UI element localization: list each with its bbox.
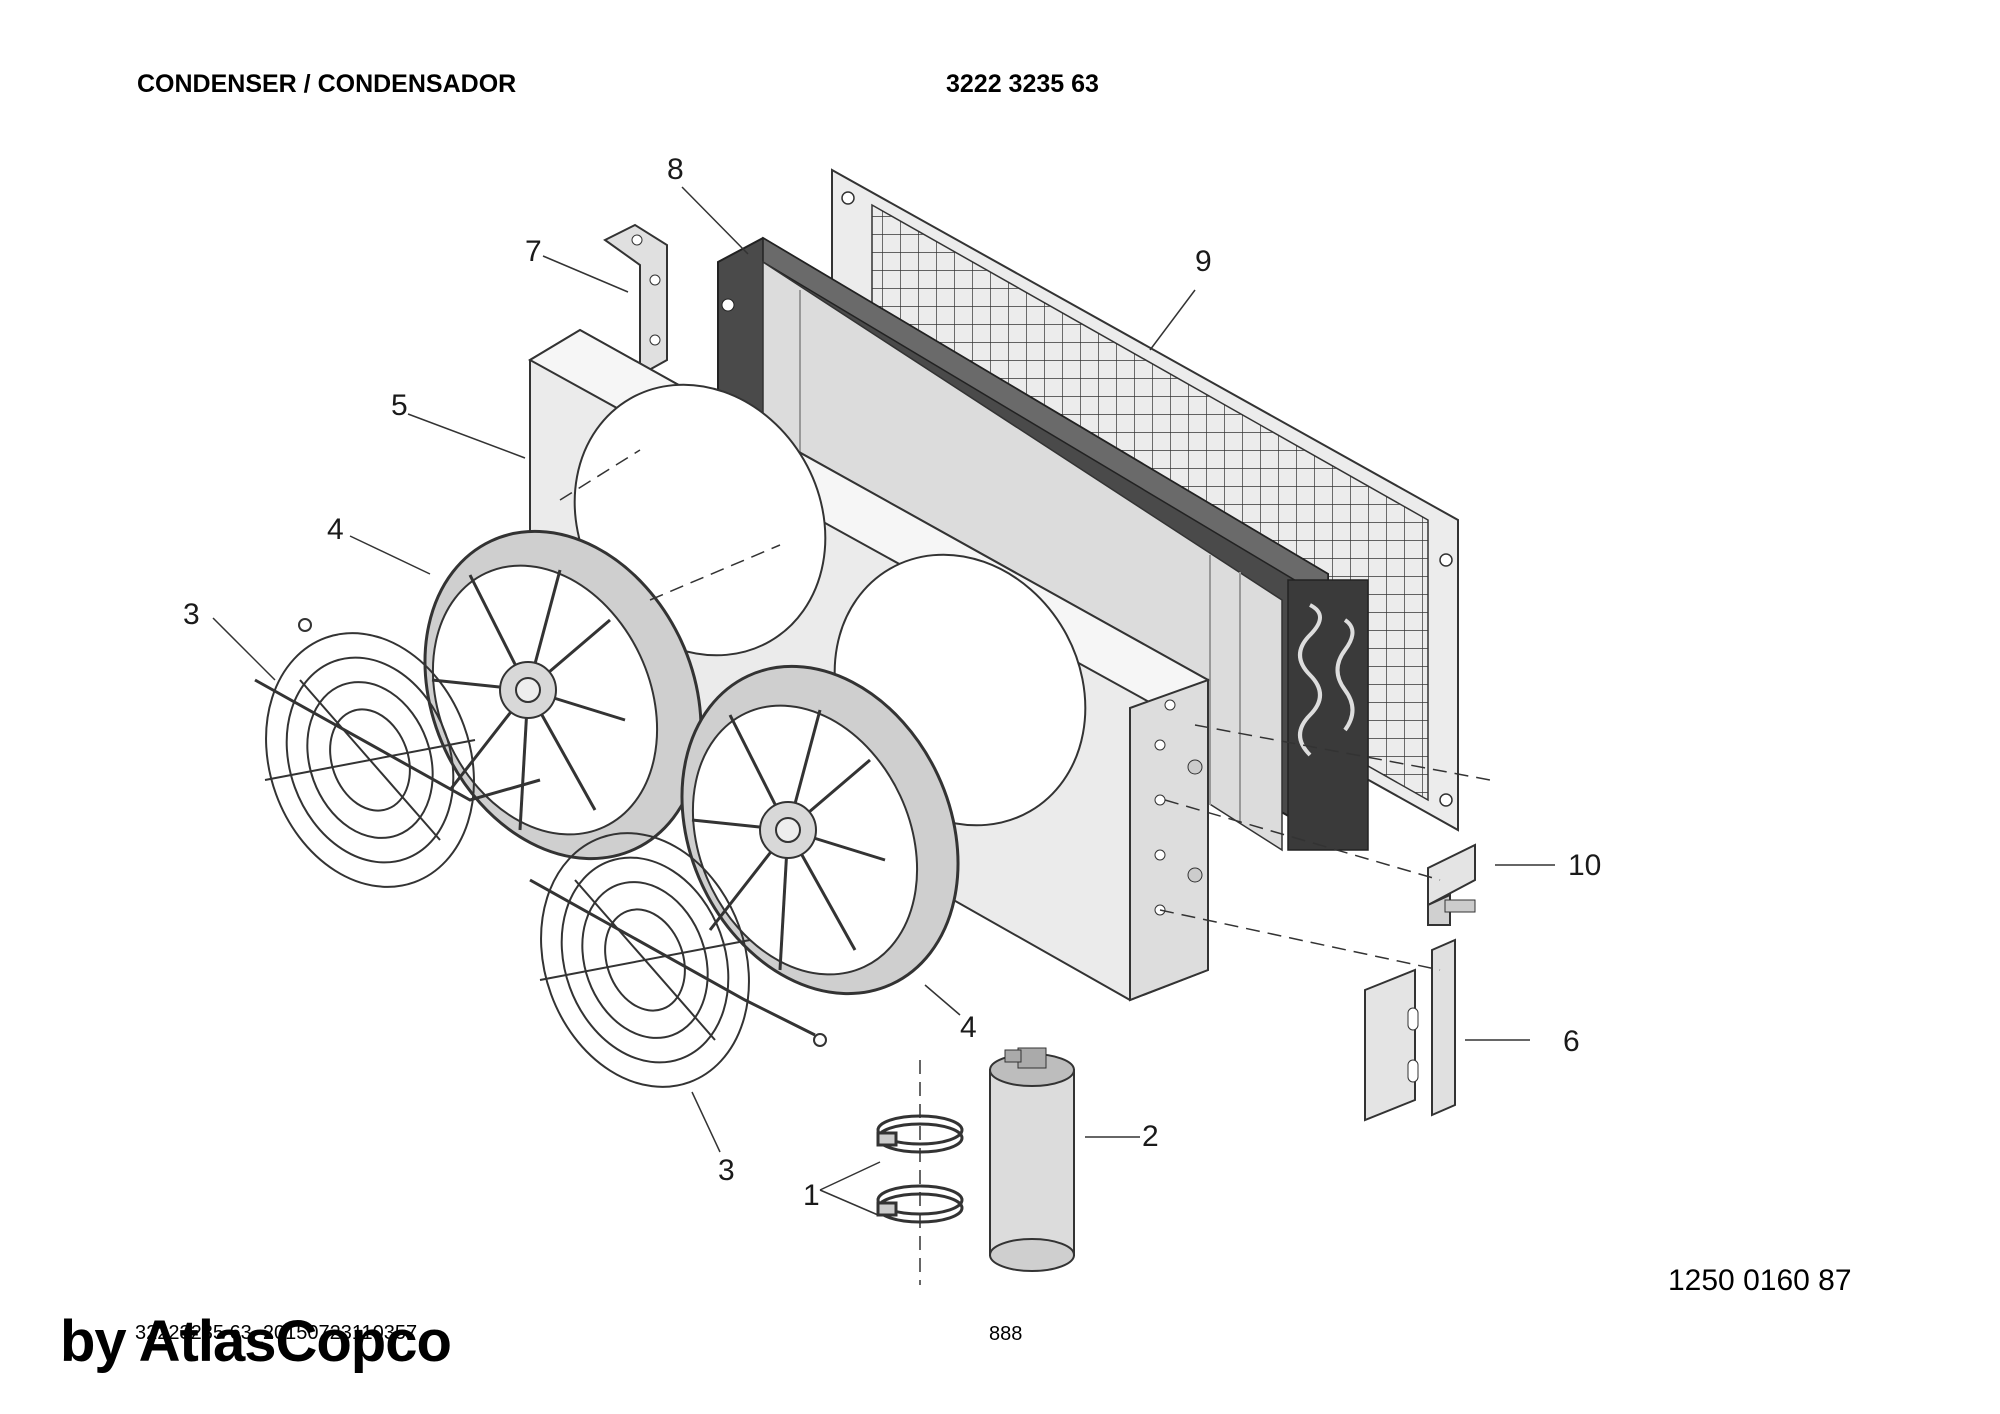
callout-5: 5 bbox=[391, 389, 408, 422]
callout-3-lower: 3 bbox=[718, 1154, 735, 1187]
fan-guard-part-3-lower bbox=[529, 832, 827, 1088]
callout-4-upper: 4 bbox=[327, 513, 344, 546]
callout-7: 7 bbox=[525, 235, 542, 268]
callout-9: 9 bbox=[1195, 245, 1212, 278]
callout-1: 1 bbox=[803, 1179, 820, 1212]
leader-lines bbox=[212, 186, 1555, 1216]
fan-part-4-lower bbox=[680, 664, 960, 996]
callout-2: 2 bbox=[1142, 1120, 1159, 1153]
page-number: 888 bbox=[989, 1323, 1023, 1345]
callout-4-lower: 4 bbox=[960, 1011, 977, 1044]
file-id: 32223235 63_20150723110357 bbox=[135, 1322, 418, 1344]
document-number: 1250 0160 87 bbox=[1668, 1264, 1852, 1297]
callout-8: 8 bbox=[667, 153, 684, 186]
callout-3-upper: 3 bbox=[183, 598, 200, 631]
fan-guard-part-3-upper bbox=[254, 618, 541, 888]
fan-part-4-upper bbox=[423, 529, 703, 861]
bracket-part-7 bbox=[603, 223, 668, 377]
watermark: by AtlasCopco bbox=[60, 1309, 452, 1374]
bracket-part-6 bbox=[1364, 938, 1456, 1122]
bracket-part-10 bbox=[1427, 843, 1476, 926]
receiver-drier-part-2 bbox=[989, 1047, 1075, 1272]
callout-6: 6 bbox=[1563, 1025, 1580, 1058]
page-title: CONDENSER / CONDENSADOR bbox=[137, 70, 517, 98]
part-number: 3222 3235 63 bbox=[946, 70, 1099, 98]
fan-shroud-part-5 bbox=[527, 328, 1211, 1002]
hose-clamps-part-1 bbox=[876, 1060, 964, 1285]
callout-10: 10 bbox=[1568, 849, 1601, 882]
